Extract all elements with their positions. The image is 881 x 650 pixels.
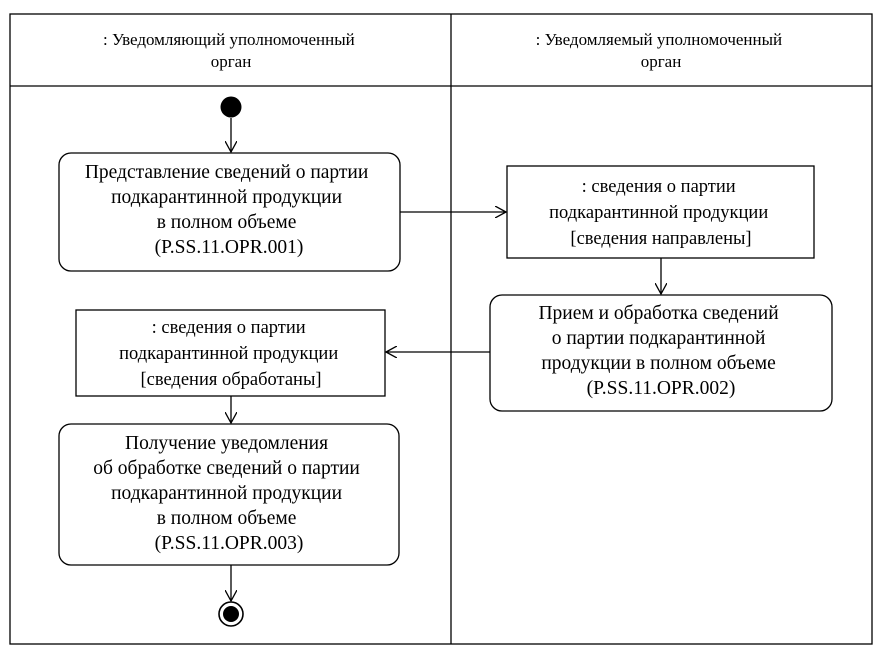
action-node-2-line-1: Прием и обработка сведений bbox=[538, 303, 778, 324]
action-node-1: Представление сведений о партии подкаран… bbox=[58, 152, 401, 272]
action-node-1-label: Представление сведений о партии подкаран… bbox=[85, 162, 373, 258]
action-node-3-line-5: (P.SS.11.OPR.003) bbox=[155, 533, 304, 554]
action-node-2-line-3: продукции в полном объеме bbox=[541, 353, 775, 374]
object-node-2-line-2: подкарантинной продукции bbox=[119, 344, 338, 364]
swimlane-frame bbox=[9, 13, 873, 645]
action-node-1-line-3: в полном объеме bbox=[157, 212, 297, 233]
object-node-1-line-1: : сведения о партии bbox=[582, 177, 736, 197]
action-node-3: Получение уведомления об обработке сведе… bbox=[58, 423, 400, 566]
object-node-1-box bbox=[506, 165, 815, 259]
lane-2-header-line-2: орган bbox=[641, 52, 682, 71]
object-node-2-line-3: [сведения обработаны] bbox=[140, 370, 321, 390]
action-node-3-label: Получение уведомления об обработке сведе… bbox=[93, 433, 364, 554]
lane-1-header: : Уведомляющий уполномоченный орган bbox=[103, 30, 359, 71]
action-node-2-box bbox=[489, 294, 833, 412]
lane-2-header-line-1: : Уведомляемый уполномоченный bbox=[536, 30, 783, 49]
lane-1-header-line-2: орган bbox=[211, 52, 252, 71]
action-node-3-line-3: подкарантинной продукции bbox=[111, 483, 342, 504]
action-node-2: Прием и обработка сведений о партии подк… bbox=[489, 294, 833, 412]
object-node-1-label: : сведения о партии подкарантинной проду… bbox=[549, 177, 773, 249]
action-node-2-line-2: о партии подкарантинной bbox=[552, 328, 766, 349]
action-node-1-line-4: (P.SS.11.OPR.001) bbox=[155, 237, 304, 258]
initial-node bbox=[220, 96, 242, 118]
action-node-2-label: Прием и обработка сведений о партии подк… bbox=[538, 303, 783, 399]
final-node bbox=[218, 601, 244, 627]
lane-1-header-line-1: : Уведомляющий уполномоченный bbox=[103, 30, 355, 49]
action-node-3-line-1: Получение уведомления bbox=[125, 433, 328, 454]
object-node-2: : сведения о партии подкарантинной проду… bbox=[75, 309, 386, 397]
object-node-2-line-1: : сведения о партии bbox=[152, 318, 306, 338]
action-node-3-line-4: в полном объеме bbox=[157, 508, 297, 529]
lane-2-header: : Уведомляемый уполномоченный орган bbox=[536, 30, 787, 71]
action-node-3-box bbox=[58, 423, 400, 566]
object-node-2-label: : сведения о партии подкарантинной проду… bbox=[119, 318, 343, 390]
object-node-1-line-2: подкарантинной продукции bbox=[549, 203, 768, 223]
object-node-1-line-3: [сведения направлены] bbox=[570, 229, 751, 249]
frame-border bbox=[9, 13, 873, 645]
object-node-1: : сведения о партии подкарантинной проду… bbox=[506, 165, 815, 259]
final-node-dot bbox=[223, 606, 239, 622]
action-node-1-line-2: подкарантинной продукции bbox=[111, 187, 342, 208]
action-node-2-line-4: (P.SS.11.OPR.002) bbox=[587, 378, 736, 399]
action-node-3-line-2: об обработке сведений о партии bbox=[93, 458, 360, 479]
object-node-2-box bbox=[75, 309, 386, 397]
action-node-1-line-1: Представление сведений о партии bbox=[85, 162, 368, 183]
